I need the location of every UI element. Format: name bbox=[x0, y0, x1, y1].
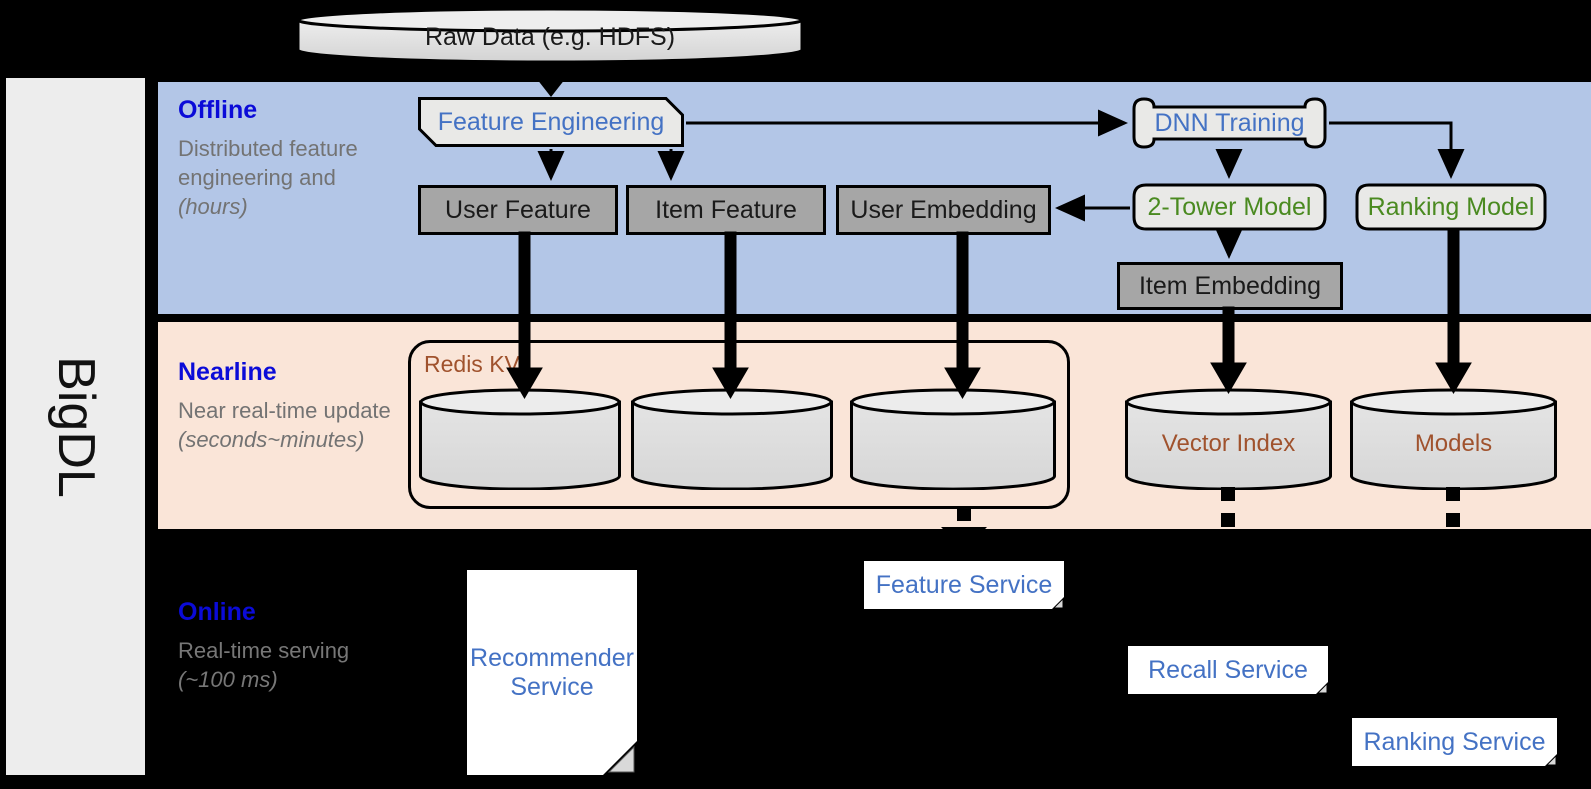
two-tower-model-node[interactable]: 2-Tower Model bbox=[1132, 183, 1327, 231]
bigdl-sidebar: BigDL bbox=[6, 78, 145, 775]
redis-kv-container bbox=[408, 340, 1070, 509]
two-tower-model-label: 2-Tower Model bbox=[1147, 192, 1312, 221]
item-embedding-label: Item Embedding bbox=[1138, 271, 1322, 300]
feature-engineering-node[interactable]: Feature Engineering bbox=[418, 97, 684, 147]
redis-store-2-cylinder[interactable] bbox=[630, 388, 834, 490]
dnn-training-node[interactable]: DNN Training bbox=[1132, 97, 1327, 149]
item-feature-node[interactable]: Item Feature bbox=[626, 185, 826, 235]
caption-nearline: Nearline Near real-time update (seconds~… bbox=[178, 358, 418, 454]
recall-service-label: Recall Service bbox=[1148, 655, 1308, 684]
offline-title: Offline bbox=[178, 96, 258, 124]
ranking-model-label: Ranking Model bbox=[1367, 192, 1535, 221]
dnn-training-label: DNN Training bbox=[1154, 108, 1305, 137]
feature-engineering-label: Feature Engineering bbox=[437, 107, 665, 136]
caption-offline: Offline Distributed feature engineering … bbox=[178, 96, 388, 221]
feature-service-card[interactable]: Feature Service bbox=[864, 561, 1064, 609]
bigdl-label: BigDL bbox=[46, 355, 105, 498]
raw-data-cylinder: Raw Data (e.g. HDFS) bbox=[295, 6, 805, 64]
models-label: Models bbox=[1414, 430, 1493, 457]
vector-index-cylinder[interactable]: Vector Index bbox=[1124, 388, 1333, 490]
page-fold-icon bbox=[1052, 597, 1064, 609]
user-feature-node[interactable]: User Feature bbox=[418, 185, 618, 235]
offline-subtitle: Distributed feature engineering and (hou… bbox=[178, 136, 358, 220]
nearline-title: Nearline bbox=[178, 358, 277, 386]
feature-service-label: Feature Service bbox=[875, 570, 1053, 599]
page-fold-icon bbox=[1545, 754, 1557, 766]
page-fold-icon bbox=[603, 741, 637, 775]
user-embedding-node[interactable]: User Embedding bbox=[836, 185, 1051, 235]
online-subtitle: Real-time serving (~100 ms) bbox=[178, 638, 350, 693]
recommender-service-label: Recommender Service bbox=[470, 643, 634, 701]
ranking-service-card[interactable]: Ranking Service bbox=[1352, 718, 1557, 766]
raw-data-label: Raw Data (e.g. HDFS) bbox=[424, 23, 676, 51]
ranking-service-label: Ranking Service bbox=[1363, 727, 1546, 756]
redis-store-3-cylinder[interactable] bbox=[849, 388, 1057, 490]
redis-kv-label: Redis KV bbox=[424, 351, 520, 377]
models-cylinder[interactable]: Models bbox=[1349, 388, 1558, 490]
user-feature-label: User Feature bbox=[445, 195, 591, 224]
online-title: Online bbox=[178, 598, 256, 626]
page-fold-icon bbox=[1316, 682, 1328, 694]
caption-online: Online Real-time serving (~100 ms) bbox=[178, 598, 408, 694]
item-embedding-node[interactable]: Item Embedding bbox=[1117, 262, 1343, 310]
item-feature-label: Item Feature bbox=[655, 195, 797, 224]
nearline-subtitle: Near real-time update (seconds~minutes) bbox=[178, 398, 391, 453]
recall-service-card[interactable]: Recall Service bbox=[1128, 646, 1328, 694]
vector-index-label: Vector Index bbox=[1161, 430, 1296, 457]
redis-store-1-cylinder[interactable] bbox=[418, 388, 622, 490]
ranking-model-node[interactable]: Ranking Model bbox=[1355, 183, 1547, 231]
recommender-service-card[interactable]: Recommender Service bbox=[467, 570, 637, 775]
user-embedding-label: User Embedding bbox=[850, 195, 1037, 224]
